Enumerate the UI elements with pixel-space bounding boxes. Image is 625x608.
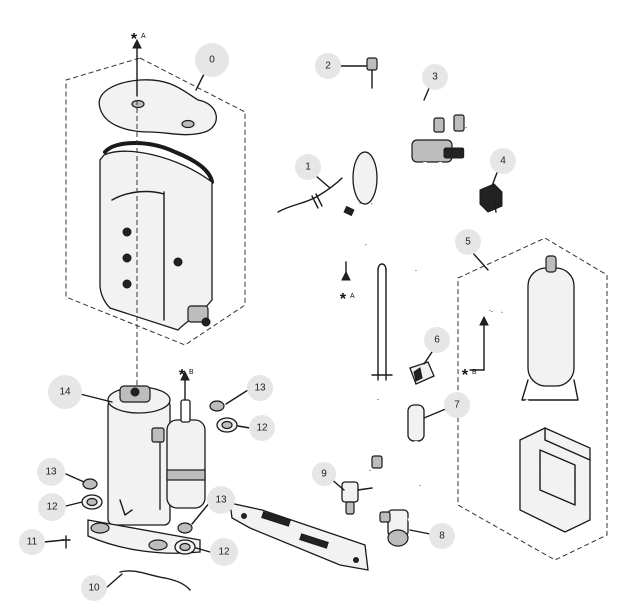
- insulation-jacket: [98, 79, 217, 331]
- callout-9: 9: [312, 462, 336, 486]
- svg-text:13: 13: [254, 383, 266, 394]
- svg-text:3: 3: [432, 72, 438, 83]
- callout-1: 1: [295, 154, 321, 180]
- filter-drier-pipe: [368, 399, 425, 480]
- insulation-group-outline: [65, 57, 246, 346]
- four-way-valve-piping: [341, 98, 468, 281]
- capillary-pipes: [371, 263, 393, 381]
- svg-text:8: 8: [439, 531, 445, 542]
- callout-2: 2: [315, 53, 341, 79]
- callout-12c: 12: [210, 538, 238, 566]
- mounting-rail: [229, 502, 369, 571]
- svg-text:12: 12: [218, 547, 230, 558]
- svg-text:2: 2: [325, 61, 331, 72]
- callout-3: 3: [422, 64, 448, 90]
- svg-text:B: B: [189, 369, 194, 376]
- callout-5: 5: [455, 229, 481, 255]
- svg-text:*: *: [462, 367, 469, 384]
- svg-text:13: 13: [215, 495, 227, 506]
- marker-b-right: * B: [462, 367, 477, 384]
- marker-a-top: * A: [131, 31, 146, 48]
- svg-text:11: 11: [27, 537, 38, 548]
- callout-0: 0: [195, 43, 229, 77]
- leader-lines: [43, 65, 499, 589]
- callout-13b: 13: [37, 458, 65, 486]
- svg-text:A: A: [141, 33, 146, 40]
- marker-a-bottom: * A: [340, 291, 355, 308]
- svg-text:12: 12: [256, 423, 268, 434]
- svg-text:12: 12: [46, 502, 58, 513]
- sensor-cable: [277, 177, 343, 213]
- svg-text:10: 10: [88, 583, 100, 594]
- svg-text:4: 4: [500, 156, 506, 167]
- accumulator: [488, 255, 591, 533]
- temperature-sensor: [409, 361, 435, 385]
- callout-11: 11: [19, 529, 45, 555]
- solenoid-coil: [479, 183, 503, 213]
- clip-part: [61, 535, 71, 549]
- accumulator-group-outline: [457, 237, 608, 561]
- callout-7: 7: [444, 392, 470, 418]
- valve-core: [366, 57, 378, 89]
- svg-text:0: 0: [209, 55, 215, 66]
- callout-4: 4: [490, 148, 516, 174]
- svg-text:9: 9: [321, 469, 327, 480]
- svg-text:1: 1: [305, 162, 311, 173]
- svg-text:B: B: [472, 369, 477, 376]
- callout-13c: 13: [207, 486, 235, 514]
- callout-6: 6: [424, 327, 450, 353]
- svg-text:6: 6: [434, 335, 440, 346]
- svg-text:A: A: [350, 293, 355, 300]
- compressor-accumulator: [166, 370, 206, 509]
- callout-13a: 13: [247, 375, 273, 401]
- svg-text:14: 14: [59, 387, 71, 398]
- callout-12a: 12: [249, 415, 275, 441]
- grommets: [81, 400, 238, 555]
- marker-b-top: * B: [179, 367, 194, 384]
- svg-text:*: *: [179, 367, 186, 384]
- service-valve-large: [379, 485, 423, 547]
- compressor: [87, 385, 201, 554]
- callout-12b: 12: [38, 493, 66, 521]
- service-valve-small: [341, 481, 373, 515]
- svg-text:*: *: [340, 291, 347, 308]
- svg-text:7: 7: [454, 400, 460, 411]
- svg-text:13: 13: [45, 467, 57, 478]
- svg-text:5: 5: [465, 237, 471, 248]
- svg-text:*: *: [131, 31, 138, 48]
- callout-10: 10: [81, 575, 107, 601]
- cable-part: [119, 570, 191, 591]
- callout-14: 14: [48, 375, 82, 409]
- callout-8: 8: [429, 523, 455, 549]
